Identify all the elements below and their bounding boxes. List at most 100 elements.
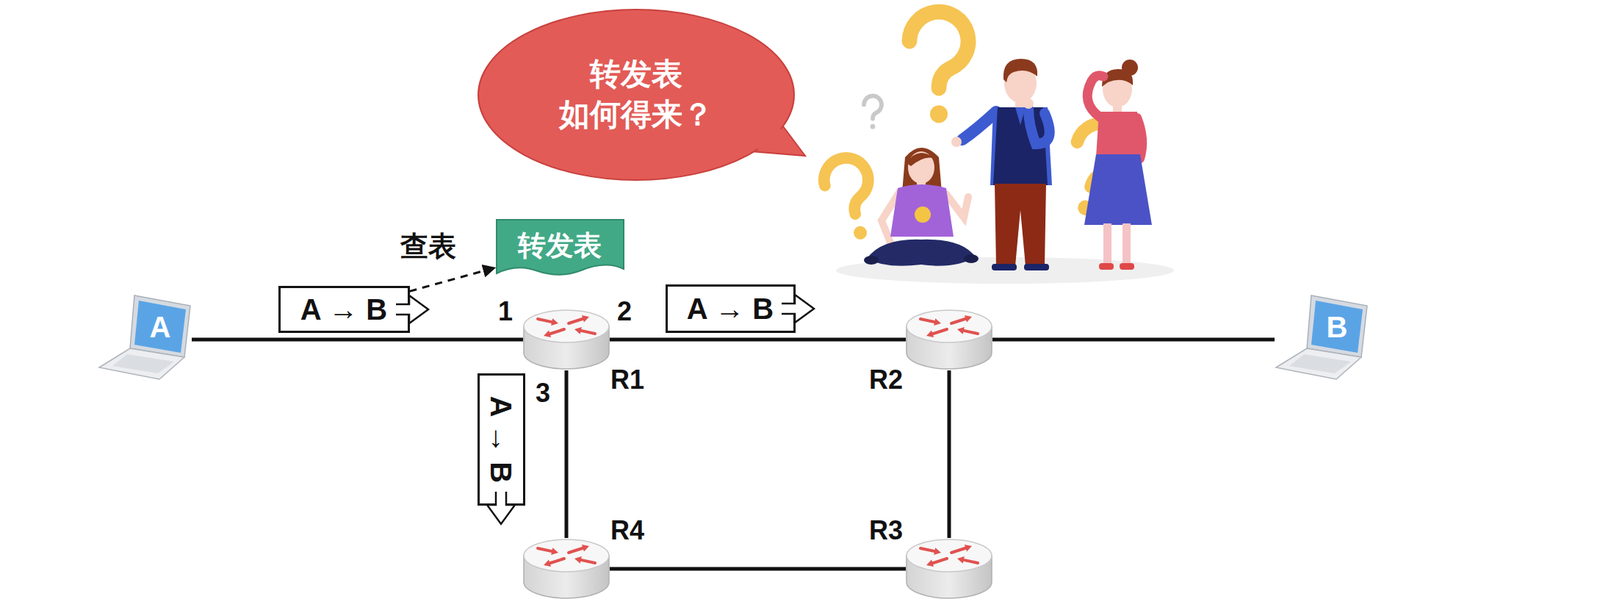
- router-label: R2: [869, 366, 903, 394]
- router-part: [543, 559, 551, 567]
- packet-box: A → B: [477, 373, 526, 506]
- laptop-host: B: [1274, 293, 1369, 381]
- host-label: B: [1326, 312, 1349, 342]
- laptop-host-part: [1289, 354, 1351, 374]
- laptop-host: A: [97, 293, 192, 381]
- standing-woman-part: [1137, 117, 1143, 159]
- router-part: [574, 326, 582, 335]
- question-mark-part: [863, 95, 882, 119]
- laptop-host-part: [99, 348, 185, 380]
- packet-box-part: [487, 491, 515, 524]
- router-shape: [523, 537, 610, 600]
- router: R2: [905, 308, 993, 371]
- standing-man-part: [991, 263, 1017, 271]
- router-part: [568, 318, 583, 324]
- edge-label: 查表: [398, 231, 459, 263]
- sitting-girl-part: [866, 239, 976, 266]
- question-mark: [863, 95, 882, 129]
- lookup-arrow: [409, 267, 496, 291]
- sitting-girl-part: [963, 254, 979, 263]
- laptop-host-shape: [1274, 293, 1369, 381]
- standing-woman-part: [1087, 75, 1104, 118]
- router-label: R1: [610, 366, 645, 394]
- network-link: [947, 370, 952, 538]
- router-part: [920, 315, 978, 338]
- router-part: [920, 548, 935, 551]
- standing-man-part: [990, 107, 1052, 186]
- router-part: [963, 330, 978, 334]
- router-label: R4: [610, 517, 645, 544]
- standing-man-part: [1023, 98, 1034, 109]
- laptop-host-part: [112, 354, 175, 374]
- forwarding-table-tag: 转发表: [495, 218, 626, 283]
- network-link: [992, 337, 1275, 342]
- standing-woman-part: [1098, 262, 1114, 270]
- packet-label: A → B: [300, 293, 388, 326]
- router-part: [964, 544, 972, 552]
- router-part: [523, 310, 609, 343]
- packet-box: A → B: [278, 285, 410, 333]
- standing-woman-part: [1084, 154, 1152, 225]
- router-part: [957, 556, 965, 564]
- router-part: [906, 310, 992, 343]
- router-part: [537, 544, 596, 567]
- packet-label: A → B: [686, 292, 775, 325]
- router-part: [550, 547, 559, 555]
- packet-label: A → B: [484, 395, 518, 484]
- speech-bubble-part: [745, 121, 800, 154]
- router-part: [920, 318, 935, 322]
- packet-box-shape: [395, 294, 430, 324]
- standing-man: [951, 58, 1052, 271]
- router-label: R3: [869, 517, 903, 544]
- standing-woman-part: [1122, 223, 1131, 265]
- router-part: [957, 326, 965, 335]
- router-part: [963, 559, 978, 563]
- laptop-host-part: [1306, 295, 1368, 358]
- port-number: 1: [498, 298, 513, 325]
- router-shape: [905, 537, 993, 600]
- sitting-girl-part: [863, 255, 879, 265]
- network-link: [609, 567, 906, 571]
- question-mark-part: [870, 124, 876, 130]
- forwarding-table-tag-part: [496, 219, 624, 275]
- router-part: [550, 329, 565, 334]
- question-mark-part: [852, 224, 869, 241]
- packet-box-part: [395, 295, 429, 324]
- router-part: [543, 329, 551, 338]
- host-label: A: [149, 312, 172, 342]
- router-part: [550, 318, 559, 326]
- question-mark: [819, 152, 884, 245]
- packet-box: A → B: [665, 284, 796, 333]
- question-mark-part: [909, 11, 969, 89]
- router-part: [523, 539, 609, 572]
- router-part: [964, 315, 972, 323]
- router-part: [951, 548, 966, 553]
- laptop-host-part: [1311, 300, 1363, 353]
- router-part: [951, 318, 966, 324]
- speech-bubble: 转发表 如何得来？: [476, 8, 796, 182]
- network-link: [609, 337, 906, 342]
- table-title: 转发表: [517, 226, 602, 265]
- standing-man-part: [994, 183, 1047, 266]
- router-part: [537, 318, 552, 322]
- question-mark: [909, 11, 969, 123]
- port-number: 3: [535, 379, 551, 407]
- router-part: [568, 548, 583, 553]
- router: R1: [523, 308, 610, 371]
- laptop-host-part: [134, 300, 186, 353]
- sitting-girl-part: [890, 184, 954, 237]
- standing-man-part: [951, 136, 962, 147]
- router-part: [932, 329, 947, 334]
- sitting-girl-part: [906, 152, 938, 167]
- packet-box-shape: [486, 491, 516, 526]
- router-part: [926, 559, 934, 567]
- speech-bubble-shape: [476, 8, 818, 182]
- network-link: [564, 370, 569, 538]
- router-part: [933, 318, 942, 326]
- router-part: [581, 330, 596, 334]
- speech-bubble-part: [478, 9, 795, 180]
- bubble-text: 转发表 如何得来？: [548, 54, 725, 135]
- laptop-host-shape: [97, 293, 192, 381]
- router-part: [574, 556, 582, 564]
